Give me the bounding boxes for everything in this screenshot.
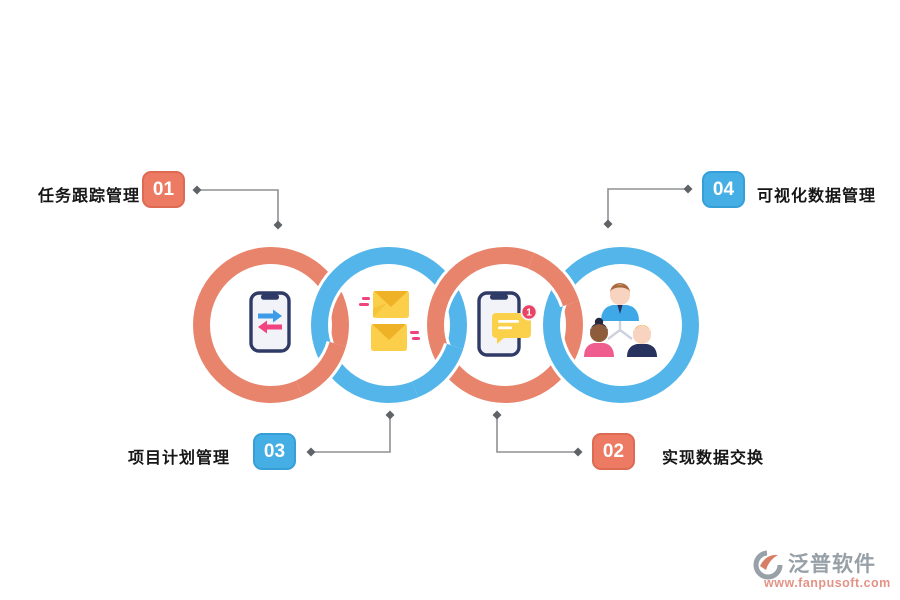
person-top [601, 283, 639, 321]
phone-data-transfer-icon [249, 291, 291, 353]
connector-step-02 [496, 418, 575, 453]
step-01-number: 01 [152, 178, 175, 200]
ring-2 [308, 244, 470, 406]
step-04-number: 04 [712, 178, 735, 200]
ring-3-overlap-arc [526, 249, 583, 308]
connector-lines [199, 188, 686, 453]
ring-3 [424, 244, 586, 406]
step-02-badge: 02 [592, 433, 635, 470]
speed-dashes-left [359, 297, 370, 306]
phone-chat-notification-icon: 1 [477, 291, 538, 357]
arrow-left-icon [258, 320, 282, 334]
step-04-label: 可视化数据管理 [757, 188, 877, 205]
step-04-badge: 04 [702, 171, 745, 208]
connector-step-01 [199, 189, 279, 222]
brand-name: 泛普软件 [788, 553, 876, 576]
ring-1-overlap-arc [294, 340, 349, 400]
ring-4 [540, 244, 702, 406]
brand-url: www.fanpusoft.com [764, 576, 891, 590]
chat-bubble [492, 313, 531, 344]
connector-diamonds [192, 184, 693, 457]
step-02-label: 实现数据交换 [662, 450, 765, 467]
envelope-bottom [371, 324, 407, 351]
step-01-label: 任务跟踪管理 [38, 188, 141, 205]
fanpu-logo-icon [753, 550, 783, 580]
ring-1 [190, 244, 352, 406]
ring-2-overlap-arc [410, 342, 467, 401]
step-02-number: 02 [602, 440, 625, 462]
connector-step-03 [313, 418, 391, 453]
arrow-right-icon [258, 309, 282, 323]
step-03-label: 项目计划管理 [128, 450, 231, 467]
person-left [584, 317, 614, 357]
speed-dashes-right [410, 331, 420, 340]
step-03-number: 03 [263, 440, 286, 462]
phone-notch [490, 294, 508, 300]
connector-step-04 [607, 188, 686, 221]
person-right [627, 325, 657, 357]
notification-badge: 1 [520, 303, 538, 321]
step-01-badge: 01 [142, 171, 185, 208]
step-03-badge: 03 [253, 433, 296, 470]
mail-envelopes-icon [359, 291, 420, 351]
envelope-top [373, 291, 409, 318]
notification-count: 1 [526, 308, 532, 319]
footer-watermark: 泛普软件 www.fanpusoft.com [752, 548, 894, 594]
phone-notch [261, 294, 279, 300]
team-people-icon [584, 283, 657, 357]
